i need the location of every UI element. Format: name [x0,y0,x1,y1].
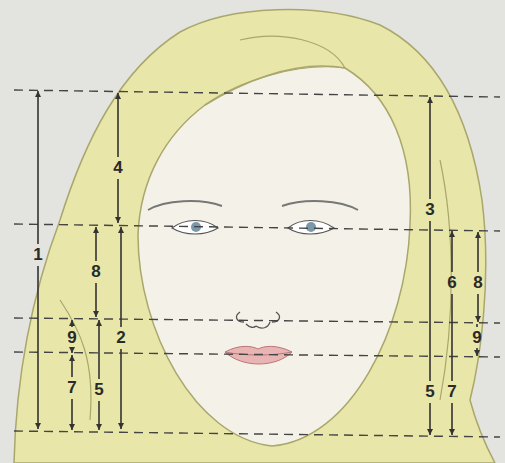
guide-line [14,318,500,323]
guide-line [14,352,500,357]
callout-number: 6 [447,274,456,292]
callout-number: 4 [113,159,122,177]
callout-number: 8 [91,263,100,281]
dimension-arrow [98,401,100,430]
dimension-arrow [71,355,73,377]
hair [14,10,495,463]
dimension-arrow [476,348,478,356]
callout-number: 7 [67,379,76,397]
dimension-arrow [117,179,119,223]
dimension-arrow [120,349,122,429]
dimension-arrow [95,283,97,317]
dimension-arrow [476,324,478,327]
callout-number: 3 [425,201,434,219]
guide-line [14,90,500,97]
dimension-arrow [429,221,431,381]
callout-number: 8 [473,274,482,292]
dimension-arrow [477,232,479,272]
dimension-arrow [71,348,73,353]
face [138,66,410,446]
dimension-arrow [95,227,97,261]
dimension-arrow [117,93,119,157]
iris [306,222,316,232]
dimension-arrow [37,91,39,244]
dimension-arrow [429,403,431,435]
callout-number: 9 [67,329,76,347]
hair-strand [205,36,345,105]
dimension-arrow [71,399,73,430]
callout-number: 1 [33,246,42,264]
callout-number: 5 [425,383,434,401]
dimension-arrow [451,403,453,435]
eye [288,221,334,235]
callout-number: 2 [116,329,125,347]
dimension-arrow [120,227,122,327]
callout-number: 9 [472,329,481,347]
dimension-arrow [477,294,479,322]
guide-line [14,431,500,437]
dimension-arrow [98,320,100,379]
callout-number: 7 [447,383,456,401]
dimension-arrow [429,97,431,199]
guide-line [14,224,500,231]
dimension-arrow [71,320,73,327]
dimension-arrow [37,266,39,429]
eyebrow [148,201,222,210]
eyebrow [282,201,358,210]
dimension-arrow [451,294,453,381]
dimension-arrow [451,231,453,272]
callout-number: 5 [94,381,103,399]
